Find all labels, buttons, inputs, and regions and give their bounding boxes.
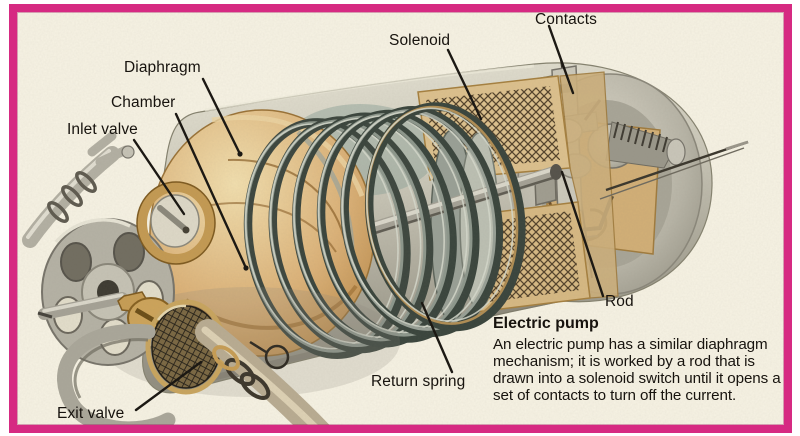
label-diaphragm: Diaphragm <box>124 59 201 76</box>
caption-block: Electric pump An electric pump has a sim… <box>493 314 789 404</box>
label-exit-valve: Exit valve <box>57 405 125 422</box>
grain-overlay <box>17 12 784 425</box>
caption-body: An electric pump has a similar diaphragm… <box>493 336 781 404</box>
label-rod: Rod <box>605 293 634 310</box>
label-chamber: Chamber <box>111 94 176 111</box>
label-inlet-valve: Inlet valve <box>67 121 138 138</box>
label-contacts: Contacts <box>535 11 597 28</box>
caption-title: Electric pump <box>493 315 599 332</box>
label-return-spring: Return spring <box>371 373 466 390</box>
label-solenoid: Solenoid <box>389 32 451 49</box>
